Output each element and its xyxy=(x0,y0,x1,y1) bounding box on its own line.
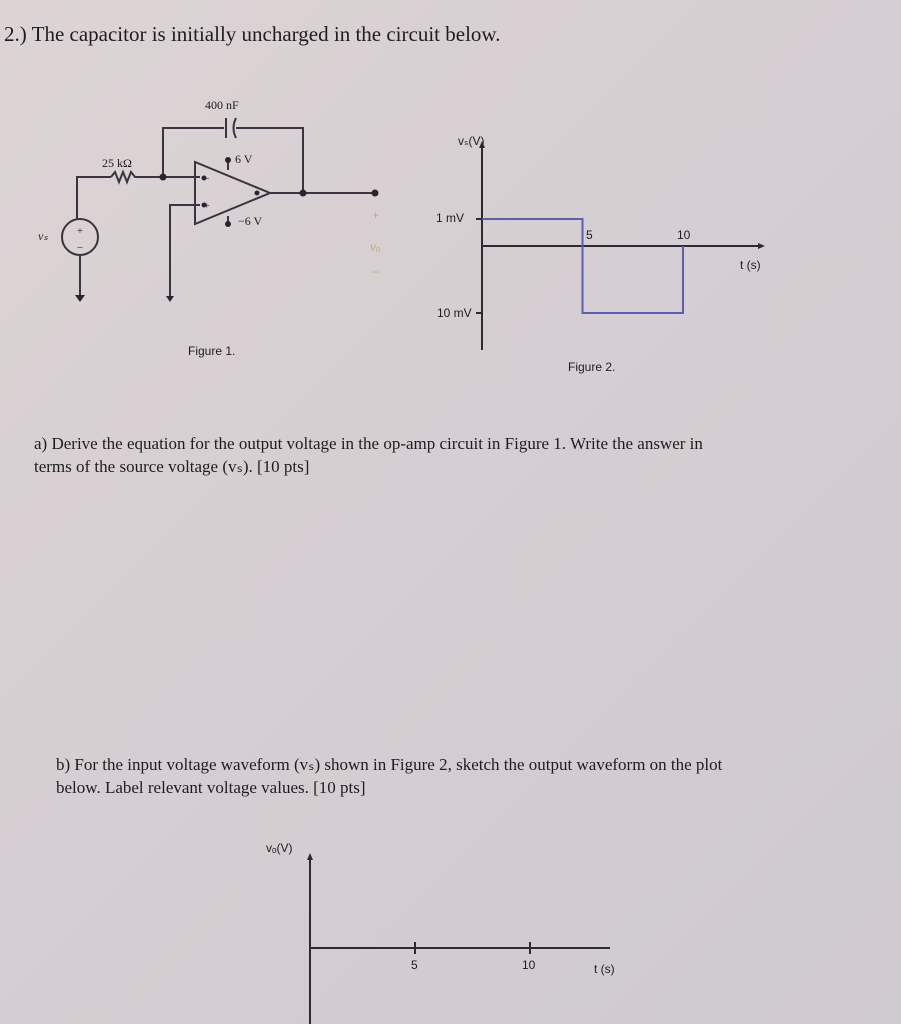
capacitor-plate xyxy=(232,117,237,139)
part-a-line1: a) Derive the equation for the output vo… xyxy=(34,434,703,453)
resistor xyxy=(110,169,163,185)
output-minus: − xyxy=(372,265,380,279)
y-tick-label: 10 mV xyxy=(437,306,472,320)
ground-arrow xyxy=(75,295,85,302)
source-wire xyxy=(76,176,111,219)
answer-xlabel: t (s) xyxy=(594,962,615,976)
x-tick-label: 5 xyxy=(586,228,593,242)
supply-neg-label: −6 V xyxy=(238,214,263,228)
svg-text:−: − xyxy=(77,242,83,254)
answer-ylabel: vₒ(V) xyxy=(266,841,293,855)
figure2-ylabel: vₛ(V) xyxy=(458,134,485,148)
resistor-label: 25 kΩ xyxy=(102,156,132,170)
svg-text:+: + xyxy=(77,225,83,237)
figure2-xlabel: t (s) xyxy=(740,258,761,272)
question-title: 2.) The capacitor is initially uncharged… xyxy=(4,22,501,46)
part-a-line2: terms of the source voltage (vₛ). [10 pt… xyxy=(34,457,310,476)
feedback-wire xyxy=(162,127,224,177)
figure1-caption: Figure 1. xyxy=(188,344,236,358)
output-plus: + xyxy=(372,208,380,222)
x-tick-label: 10 xyxy=(677,228,691,242)
x-tick-label: 10 xyxy=(522,958,536,972)
capacitor-label: 400 nF xyxy=(205,98,239,112)
svg-text:−: − xyxy=(204,174,210,185)
x-tick-label: 5 xyxy=(411,958,418,972)
output-label: vₒ xyxy=(370,240,381,254)
y-tick-label: 1 mV xyxy=(436,211,465,225)
part-b-line2: below. Label relevant voltage values. [1… xyxy=(56,778,366,797)
supply-pos-label: 6 V xyxy=(235,152,253,166)
vs-waveform xyxy=(482,218,684,314)
svg-text:+: + xyxy=(204,201,210,212)
op-amp xyxy=(194,160,273,226)
figure2-caption: Figure 2. xyxy=(568,360,616,374)
part-b-line1: b) For the input voltage waveform (vₛ) s… xyxy=(56,755,723,774)
source-label: vₛ xyxy=(38,229,48,243)
